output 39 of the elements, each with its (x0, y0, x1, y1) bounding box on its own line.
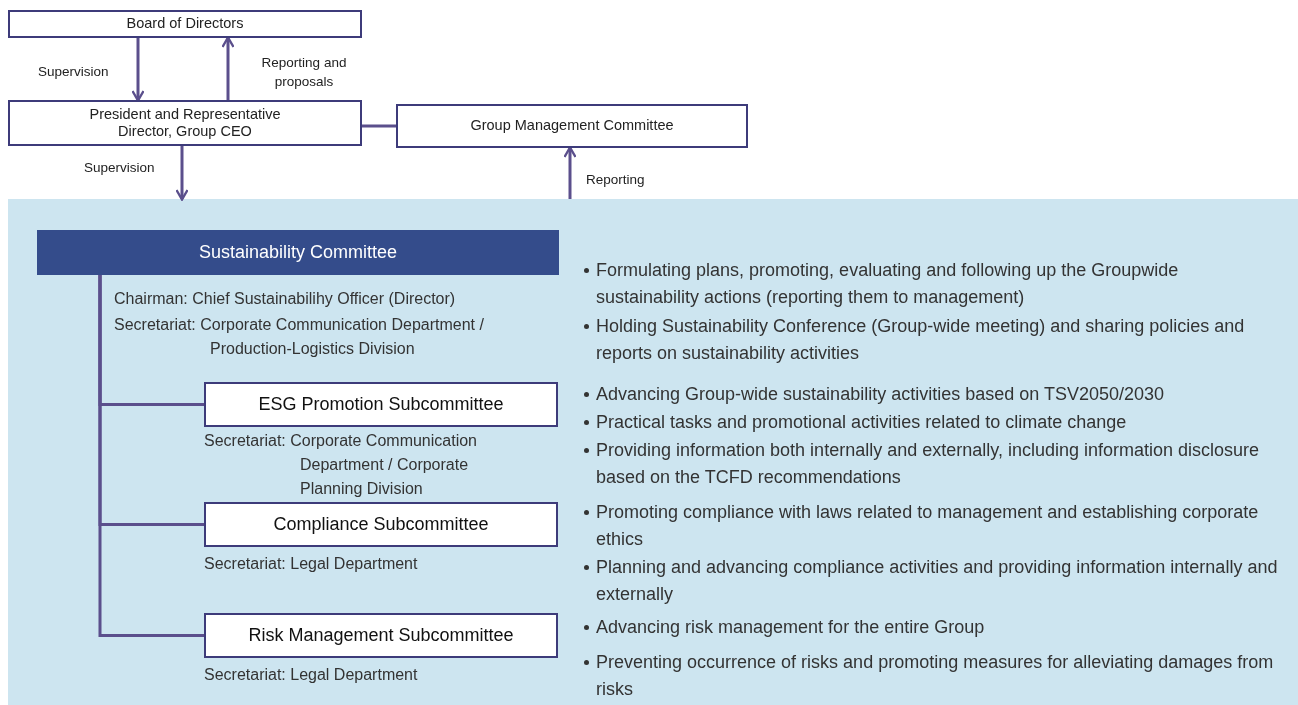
panel-background (8, 199, 1298, 705)
committee-box (8, 10, 362, 38)
connector-line (362, 124, 396, 128)
box-label: ESG Promotion Subcommittee (257, 394, 505, 415)
box-label: Board of Directors (125, 15, 245, 33)
edge-label: Supervision (84, 159, 155, 177)
committee-box (8, 100, 362, 146)
committee-box (204, 502, 558, 547)
bullet-text: Promoting compliance with laws related to management and establishing corporate ethics (596, 501, 1260, 551)
box-label: President and Representative Director, Group CEO (88, 105, 282, 141)
secretariat-note: Secretariat: Legal Department (204, 665, 419, 685)
secretariat-note: Secretariat: Legal Department (204, 554, 419, 574)
arrow (563, 146, 577, 199)
secretariat-note: Secretariat: Corporate Communication Department / Production-Logistics Division (114, 315, 485, 359)
bullet-text: Formulating plans, promoting, evaluating and following up the Groupwide sustainability actions (reporting them to management) (596, 259, 1180, 309)
committee-box (204, 613, 558, 658)
edge-label: Reporting (586, 171, 645, 189)
connector-line (98, 275, 204, 637)
edge-label: Supervision (38, 63, 109, 81)
secretariat-note: Chairman: Chief Sustainabilihy Officer (Director) (114, 289, 457, 309)
arrow (131, 38, 145, 102)
bullet-text: Practical tasks and promotional activities related to climate change (596, 411, 1127, 434)
bullet-text: Preventing occurrence of risks and promoting measures for alleviating damages from risks (596, 651, 1275, 701)
committee-box (204, 382, 558, 427)
secretariat-note: Secretariat: Corporate Communication Department / Corporate Planning Division (204, 431, 478, 499)
arrow (221, 36, 235, 100)
committee-box (37, 230, 559, 275)
box-label: Group Management Committee (469, 117, 675, 135)
bullet-text: Planning and advancing compliance activities and providing information internally and externally (596, 556, 1279, 606)
bullet-text: Holding Sustainability Conference (Group-wide meeting) and sharing policies and reports on sustainability activities (596, 315, 1246, 365)
bullet-text: Advancing risk management for the entire Group (596, 616, 985, 639)
committee-box (396, 104, 748, 148)
box-label: Compliance Subcommittee (272, 514, 490, 535)
bullet-text: Advancing Group-wide sustainability activities based on TSV2050/2030 (596, 383, 1164, 406)
arrow (175, 146, 189, 201)
box-label: Risk Management Subcommittee (247, 625, 515, 646)
edge-label: Reporting and proposals (260, 54, 348, 91)
bullet-text: Providing information both internally and externally, including information disclosure based on the TCFD recommendations (596, 439, 1261, 489)
box-label: Sustainability Committee (197, 242, 399, 263)
